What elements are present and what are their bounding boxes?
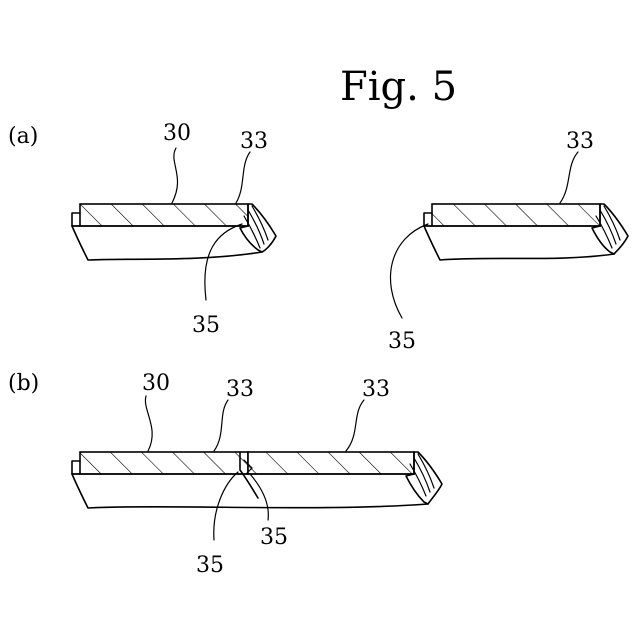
panel-b-joined-pieces: [72, 396, 442, 540]
figure-title: Fig. 5: [340, 64, 457, 110]
bevel-stripe: [244, 216, 260, 248]
body-outline: [424, 226, 614, 260]
leader-30: [145, 396, 152, 451]
label-33-a-left: 33: [240, 129, 268, 154]
hatch-fill: [248, 452, 414, 474]
label-33-b-right: 33: [362, 377, 390, 402]
label-30-b: 30: [142, 371, 170, 396]
leader-35: [390, 224, 428, 318]
leader-35-left: [214, 472, 238, 540]
bevel-stripe: [410, 464, 426, 496]
body-outline: [72, 226, 262, 260]
panel-a-label: (a): [8, 124, 38, 149]
label-35-a-left: 35: [192, 313, 220, 338]
left-step: [72, 213, 80, 226]
hatch-fill: [80, 204, 248, 226]
label-30-a-left: 30: [163, 121, 191, 146]
panel-a-right-piece: [390, 152, 628, 318]
hatch-fill: [432, 204, 600, 226]
hatch-fill: [80, 452, 248, 474]
leader-33: [560, 152, 578, 203]
label-33-a-right: 33: [566, 129, 594, 154]
leader-30: [172, 148, 178, 203]
panel-b-label: (b): [8, 371, 39, 396]
left-step: [72, 461, 80, 474]
leader-33-right: [346, 400, 364, 451]
leader-33-left: [214, 400, 228, 451]
label-35-b-left: 35: [196, 553, 224, 578]
leader-35-right: [250, 474, 268, 520]
body-outline: [72, 474, 428, 508]
leader-35: [205, 224, 242, 300]
label-35-b-right: 35: [260, 525, 288, 550]
leader-33: [236, 152, 250, 203]
label-35-a-right: 35: [388, 329, 416, 354]
panel-a-left-piece: [72, 148, 276, 300]
label-33-b-left: 33: [226, 377, 254, 402]
bevel-stripe: [596, 216, 612, 248]
